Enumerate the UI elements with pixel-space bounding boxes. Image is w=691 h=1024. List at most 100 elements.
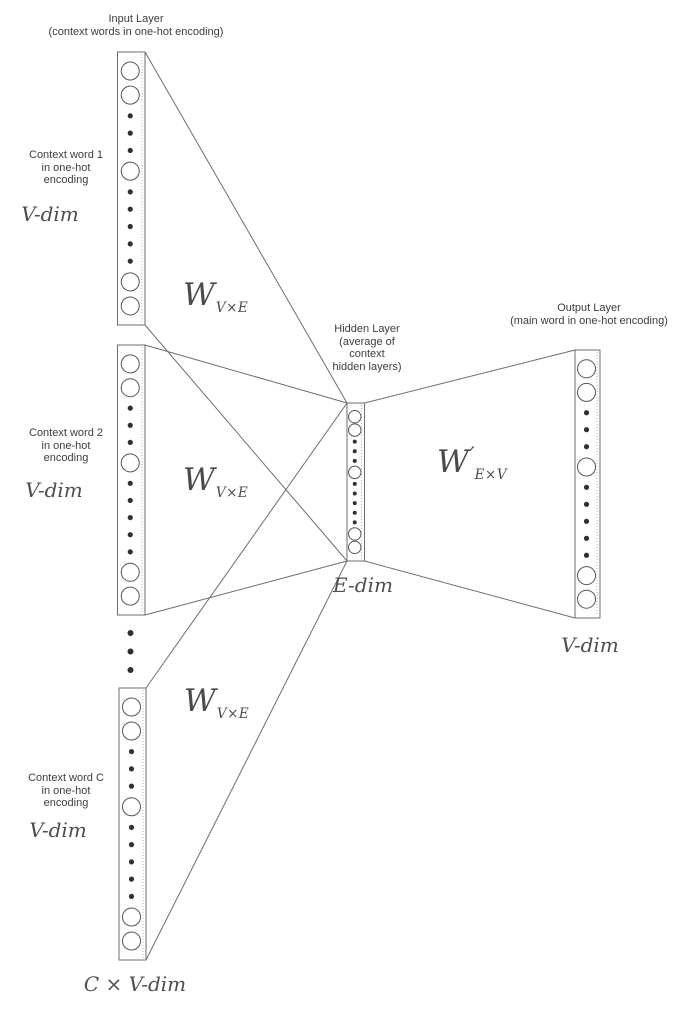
neuron-circle [120,296,140,316]
neuron-circle [120,453,140,473]
neuron-dot [128,766,135,772]
output-rect [574,349,601,619]
neuron-circle [120,354,140,374]
v-dim-label-c: V-dim [29,818,87,842]
output-layer-title: Output Layer (main word in one-hot encod… [510,302,668,327]
neuron-circle [577,359,596,379]
v-dim-label-1: V-dim [21,202,79,226]
neuron-dot [352,501,357,506]
neuron-circle [577,457,596,477]
connection-line [364,560,576,619]
e-dim-label: E-dim [333,573,393,597]
neuron-dot [352,458,357,463]
connection-line [145,402,348,689]
hidden-rect [346,402,365,562]
neuron-dot [583,444,590,450]
neuron-dot [127,189,133,195]
neuron-dot [352,520,357,525]
input-ellipsis-dot [127,648,134,655]
neuron-circle [577,566,596,586]
weight-matrix-label-2: WV×E [183,461,248,501]
neuron-circle [577,589,596,609]
neuron-dot [352,439,357,444]
neuron-dot [128,842,135,848]
weight-symbol: W [183,277,215,313]
neuron-dot [127,497,133,504]
input-layer-title: Input Layer (context words in one-hot en… [48,13,224,38]
neuron-dot [583,427,590,433]
neuron-circle [120,562,140,582]
weight-subscript: V×E [215,485,249,501]
weight-subscript: V×E [215,300,249,316]
input-ellipsis-dot [127,630,134,636]
neuron-circle [120,85,140,105]
weight-prime: ′ [469,443,475,467]
neuron-dot [583,535,590,541]
neuron-dot [127,113,133,119]
weight-subscript: V×E [216,706,250,722]
connection-line [144,560,348,616]
weight-symbol: W [183,462,215,498]
v-dim-output-label: V-dim [561,633,619,657]
context-word-1-label: Context word 1 in one-hot encoding [29,149,103,186]
neuron-dot [352,491,357,496]
context-word-c-label: Context word C in one-hot encoding [28,772,104,809]
neuron-dot [128,876,135,882]
neuron-circle [122,697,141,717]
neuron-dot [128,859,135,865]
neuron-circle [348,465,362,480]
neuron-dot [127,241,133,247]
neuron-circle [348,527,362,541]
connection-line [364,349,576,404]
neuron-dot [127,206,133,212]
neuron-circle [577,382,596,402]
connection-line [145,560,348,961]
neuron-circle [122,721,141,741]
neuron-circle [120,378,140,398]
neuron-dot [352,510,357,515]
neuron-circle [120,61,140,81]
neuron-circle [120,272,140,292]
neuron-dot [127,422,133,428]
weight-matrix-label-1: WV×E [183,276,248,316]
context-word-2-label: Context word 2 in one-hot encoding [29,427,103,464]
neuron-dot [128,783,135,789]
input3-rect [118,687,147,961]
input-ellipsis-dot [127,667,134,673]
v-dim-label-2: V-dim [25,478,83,502]
neuron-dot [127,480,133,486]
weight-symbol: W [184,683,216,719]
weight-symbol: W [437,444,469,480]
neuron-dot [127,514,133,521]
connection-line [144,344,348,404]
neuron-dot [583,484,590,490]
neuron-dot [128,748,135,755]
neuron-circle [348,540,362,555]
neuron-circle [348,409,362,424]
neuron-dot [583,518,590,524]
input2-rect [117,344,146,616]
weight-matrix-label-3: WV×E [184,682,249,722]
neuron-dot [127,405,133,411]
neuron-circle [120,161,140,181]
connection-line [144,324,348,562]
neuron-dot [128,893,135,900]
neuron-dot [583,552,590,558]
input1-rect [117,51,146,326]
neuron-dot [127,130,133,136]
neuron-dot [352,481,357,486]
neuron-dot [127,549,133,555]
weight-subscript: E×V [474,467,508,483]
connection-line [144,51,348,404]
neuron-circle [122,797,141,817]
neuron-circle [122,931,141,951]
neuron-circle [122,907,141,927]
c-times-v-dim-label: C × V-dim [83,972,187,996]
neuron-dot [127,532,133,538]
hidden-layer-title: Hidden Layer (average of context hidden … [332,323,402,373]
neuron-dot [127,439,133,446]
neuron-dot [583,410,590,416]
neuron-circle [120,586,140,606]
